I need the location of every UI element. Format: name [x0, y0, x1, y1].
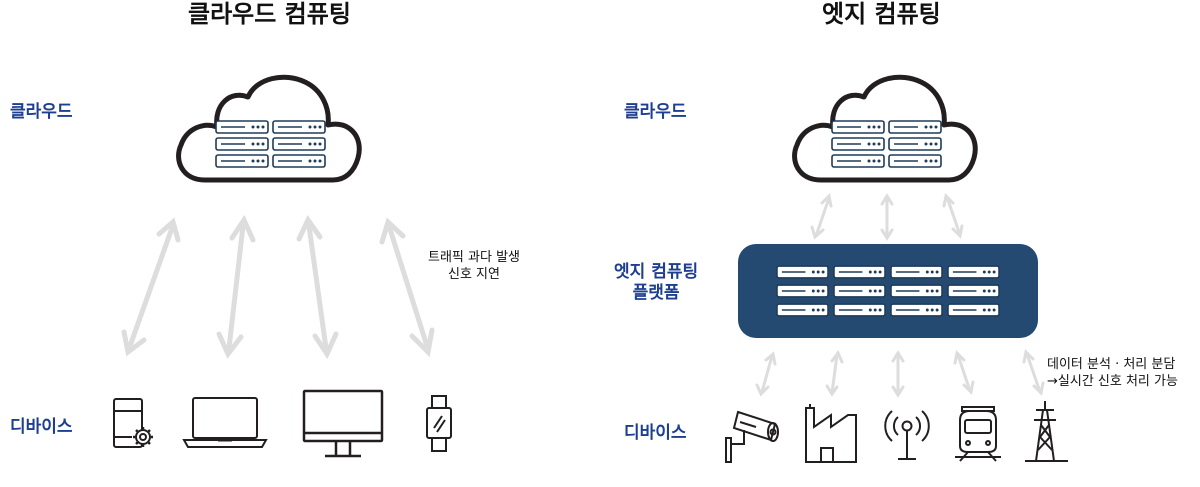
edge-platform-label: 엣지 컴퓨팅 플랫폼	[614, 262, 698, 304]
edge-device-arrows	[755, 348, 1045, 398]
left-arrow-3	[296, 215, 339, 360]
edge-note: 데이터 분석 · 처리 분담 →실시간 신호 처리 가능	[1047, 356, 1178, 390]
cctv-camera-icon	[725, 410, 779, 463]
right-cloud-icon	[795, 77, 976, 180]
left-arrow-4	[379, 217, 435, 358]
edge-note-line1: 데이터 분석 · 처리 분담	[1047, 357, 1176, 372]
left-arrow-2	[216, 214, 256, 359]
left-device-label: 디바이스	[10, 417, 73, 437]
edge-platform-box	[738, 244, 1038, 338]
left-cloud-label: 클라우드	[10, 102, 73, 122]
right-device-label: 디바이스	[624, 423, 687, 443]
left-arrow-1	[121, 217, 181, 357]
monitor-icon	[302, 389, 384, 458]
left-cloud-icon	[179, 77, 360, 180]
edge-computing-title: 엣지 컴퓨팅	[822, 0, 941, 28]
left-arrows	[121, 214, 435, 360]
right-cloud-label: 클라우드	[624, 102, 687, 122]
edge-platform-label-line1: 엣지 컴퓨팅	[614, 262, 699, 282]
cloud-edge-arrows	[810, 192, 964, 241]
traffic-note-line1: 트래픽 과다 발생	[428, 250, 520, 265]
factory-icon	[805, 404, 857, 463]
traffic-note-line2: 신호 지연	[448, 267, 500, 282]
antenna-icon	[884, 410, 930, 460]
power-tower-icon	[1025, 401, 1068, 462]
laptop-icon	[182, 397, 268, 448]
traffic-note: 트래픽 과다 발생 신호 지연	[428, 249, 520, 283]
smartwatch-icon	[426, 395, 452, 452]
train-icon	[955, 406, 1001, 462]
smartphone-settings-icon	[113, 398, 153, 448]
edge-platform-label-line2: 플랫폼	[632, 283, 680, 303]
edge-note-line2: →실시간 신호 처리 가능	[1047, 374, 1178, 389]
cloud-computing-title: 클라우드 컴퓨팅	[188, 0, 351, 28]
